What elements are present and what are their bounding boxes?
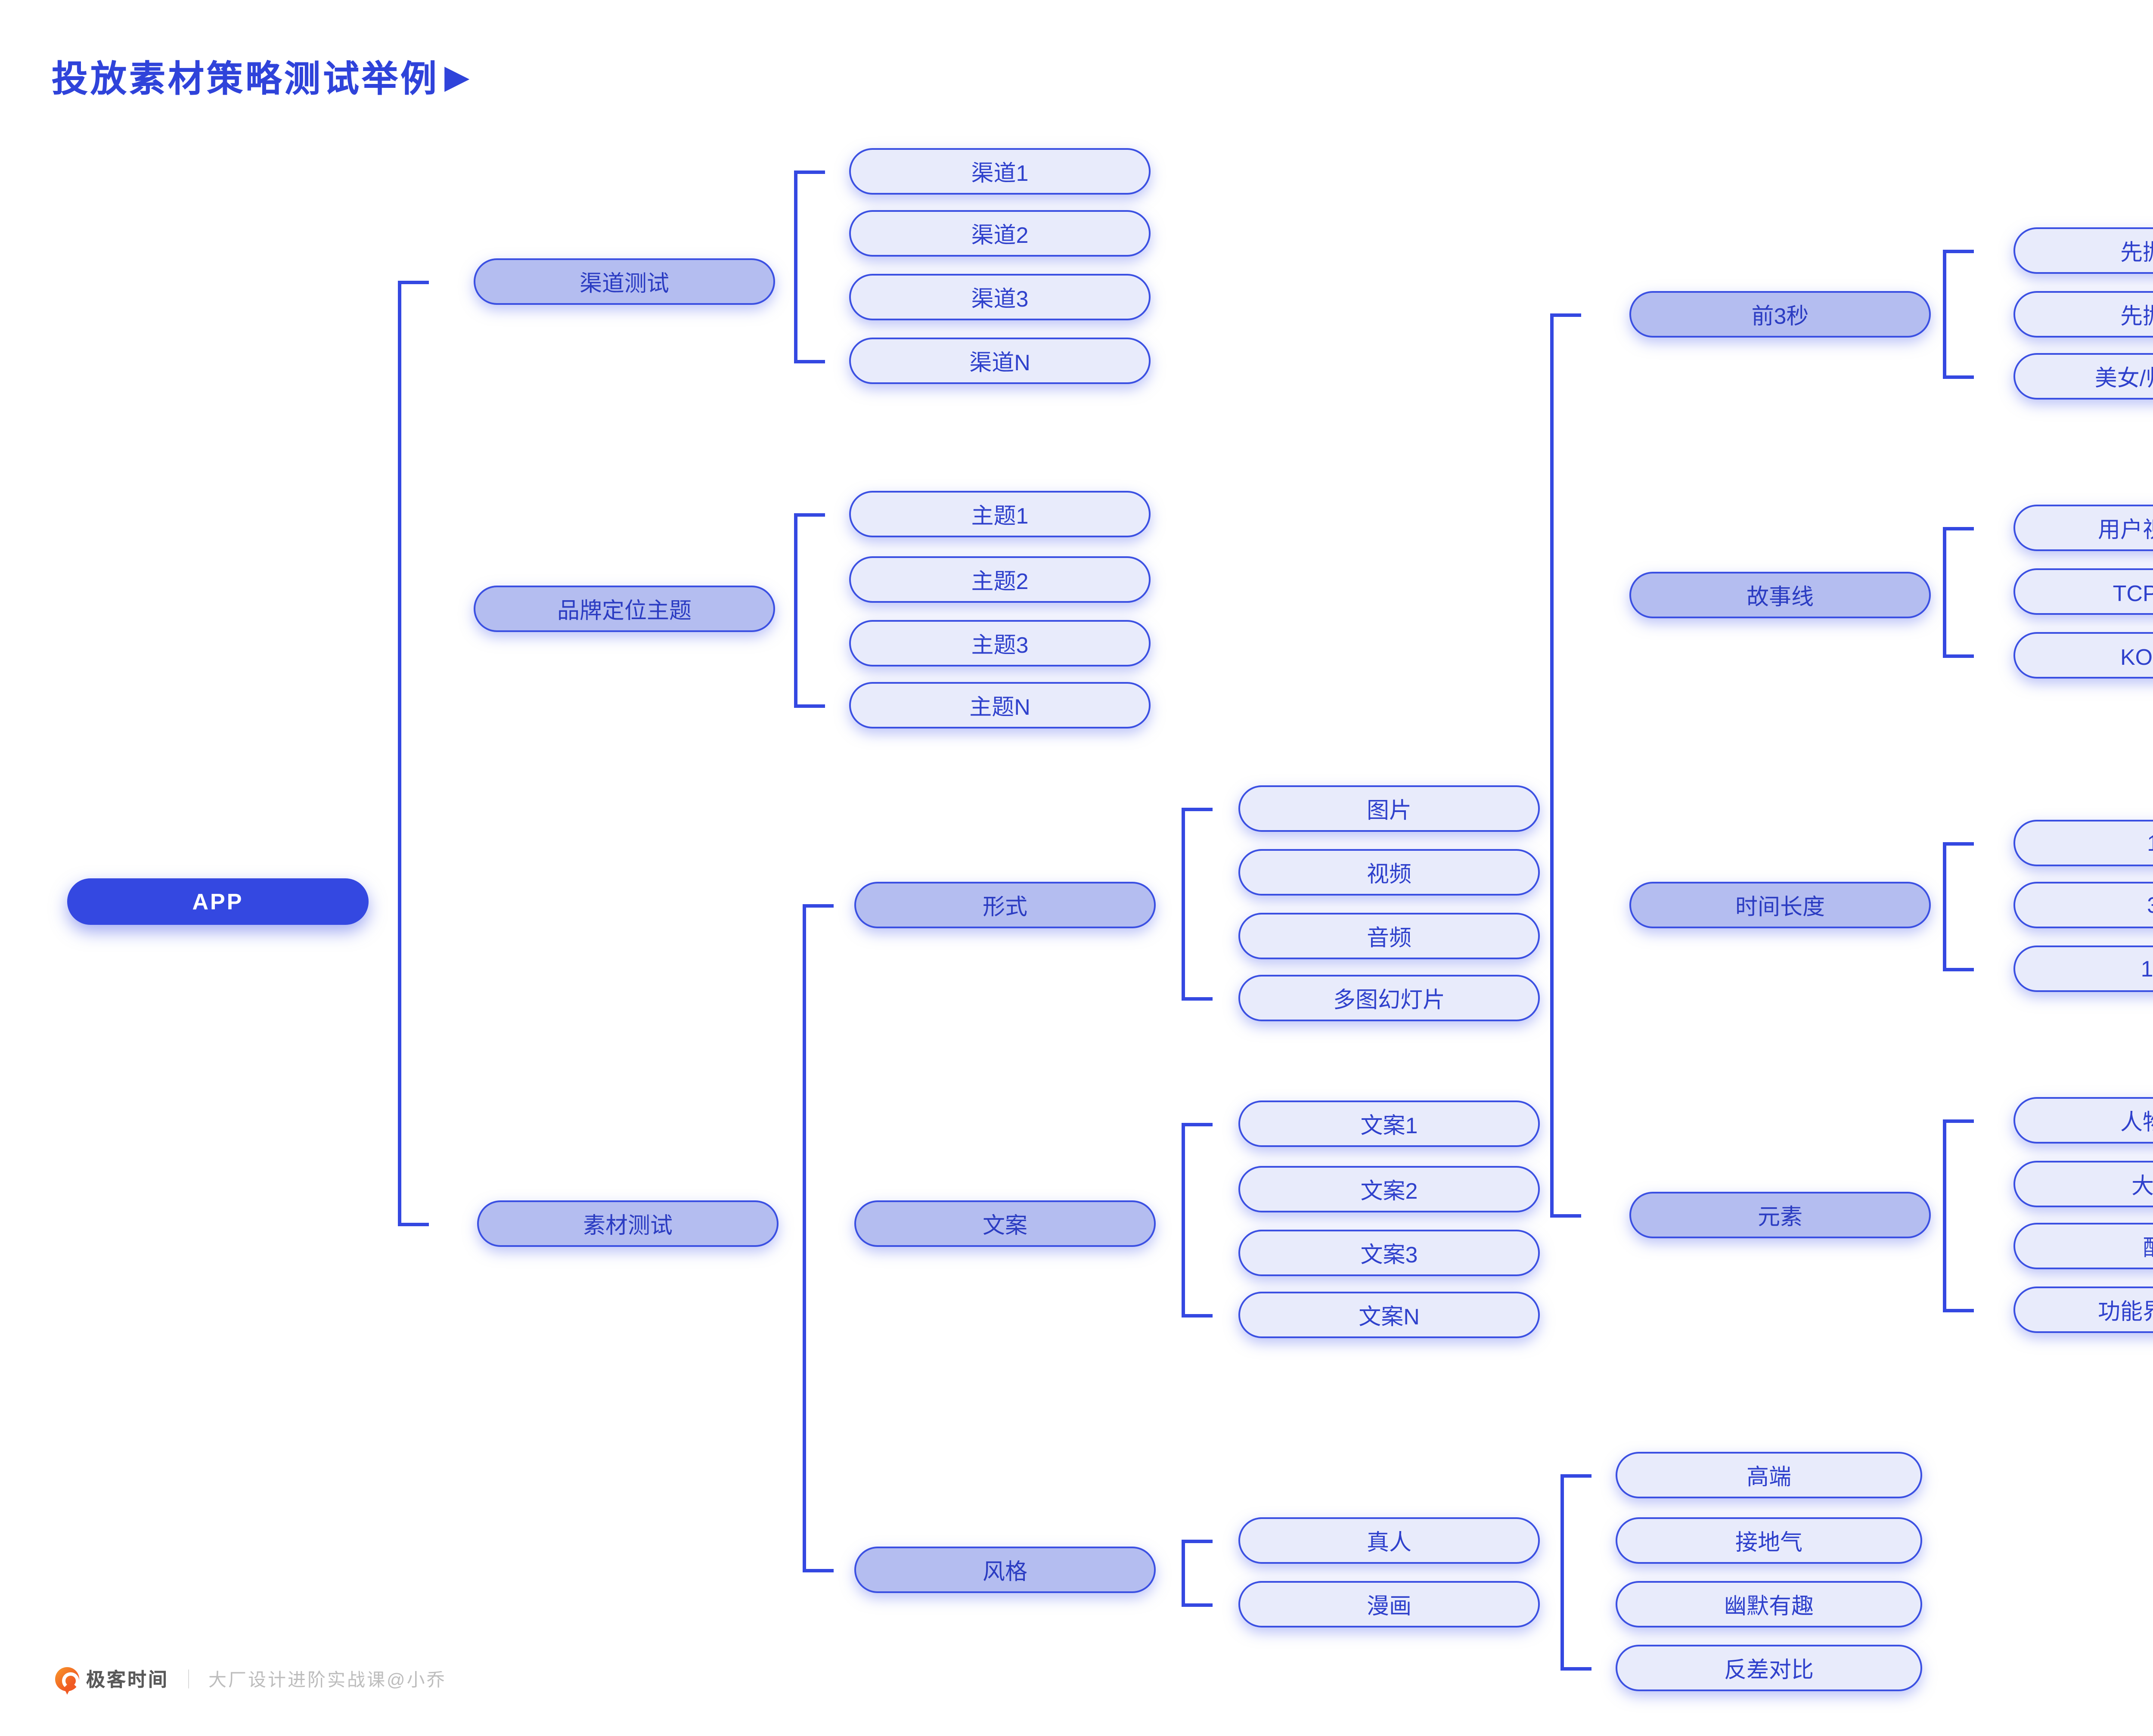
connector-line bbox=[1943, 526, 1974, 530]
node-beauty-attract: 美女/帅哥吸引 bbox=[2013, 353, 2153, 400]
connector-line bbox=[1182, 807, 1185, 1000]
connector-line bbox=[1560, 1666, 1591, 1670]
connector-line bbox=[398, 1222, 429, 1225]
node-hook-feature: 先抛功能 bbox=[2013, 227, 2153, 274]
connector-line bbox=[794, 359, 825, 363]
node-video: 视频 bbox=[1238, 849, 1540, 896]
node-tcpp-plot: TCPP剧情 bbox=[2013, 568, 2153, 615]
node-theme-3: 主题3 bbox=[849, 620, 1151, 666]
node-copy-2: 文案2 bbox=[1238, 1166, 1540, 1212]
node-brand-theme: 品牌定位主题 bbox=[474, 586, 775, 632]
node-channel-3: 渠道3 bbox=[849, 274, 1151, 320]
node-dur-30s: 30s bbox=[2013, 882, 2153, 928]
connector-line bbox=[1943, 526, 1946, 657]
node-channel-n: 渠道N bbox=[849, 338, 1151, 384]
node-big-poster: 大字报 bbox=[2013, 1161, 2153, 1207]
geektime-logo-icon bbox=[55, 1667, 79, 1695]
play-triangle-icon: ▶ bbox=[444, 59, 470, 96]
node-humor: 幽默有趣 bbox=[1616, 1581, 1922, 1628]
connector-line bbox=[1182, 1313, 1213, 1317]
node-kol-speak: KOL口播 bbox=[2013, 632, 2153, 679]
node-material-test: 素材测试 bbox=[477, 1200, 779, 1247]
connector-line bbox=[1943, 841, 1974, 845]
node-dur-1min: 1min bbox=[2013, 946, 2153, 992]
node-first-3s: 前3秒 bbox=[1629, 291, 1931, 338]
node-copy-n: 文案N bbox=[1238, 1292, 1540, 1338]
connector-line bbox=[1182, 996, 1213, 1000]
connector-line bbox=[803, 1568, 834, 1572]
connector-line bbox=[1943, 375, 1974, 378]
connector-line bbox=[1560, 1473, 1591, 1477]
connector-line bbox=[1182, 1122, 1185, 1317]
node-ui-demo: 功能界面演示 bbox=[2013, 1286, 2153, 1333]
connector-line bbox=[1560, 1473, 1564, 1670]
connector-line bbox=[1182, 1603, 1213, 1606]
connector-line bbox=[1943, 249, 1946, 378]
node-duration: 时间长度 bbox=[1629, 882, 1931, 928]
connector-line bbox=[398, 280, 429, 283]
node-dur-10s: 10s bbox=[2013, 820, 2153, 866]
connector-line bbox=[803, 903, 806, 1572]
node-theme-1: 主题1 bbox=[849, 491, 1151, 537]
node-style: 风格 bbox=[854, 1547, 1156, 1593]
node-cartoon: 漫画 bbox=[1238, 1581, 1540, 1628]
connector-line bbox=[1550, 1213, 1581, 1217]
node-bgm: 配乐 bbox=[2013, 1223, 2153, 1269]
connector-line bbox=[1943, 1119, 1946, 1311]
node-copy-1: 文案1 bbox=[1238, 1100, 1540, 1147]
page-title: 投放素材策略测试举例 ▶ bbox=[52, 52, 470, 103]
connector-line bbox=[794, 170, 825, 173]
node-grounded: 接地气 bbox=[1616, 1517, 1922, 1564]
connector-line bbox=[1182, 1539, 1213, 1542]
connector-line bbox=[1943, 249, 1974, 252]
node-channel-2: 渠道2 bbox=[849, 210, 1151, 257]
watermark-brand: 极客时间 bbox=[86, 1671, 169, 1691]
node-storyline: 故事线 bbox=[1629, 572, 1931, 618]
node-channel-1: 渠道1 bbox=[849, 148, 1151, 195]
connector-line bbox=[1943, 967, 1974, 970]
node-copy: 文案 bbox=[854, 1200, 1156, 1247]
node-hook-pain: 先抛痛点 bbox=[2013, 291, 2153, 338]
connector-line bbox=[1550, 313, 1581, 316]
node-elements: 元素 bbox=[1629, 1192, 1931, 1238]
node-app: APP bbox=[67, 878, 369, 925]
node-user-pov: 用户视角讲述 bbox=[2013, 505, 2153, 551]
node-high-end: 高端 bbox=[1616, 1452, 1922, 1498]
connector-line bbox=[794, 512, 797, 707]
connector-line bbox=[1943, 841, 1946, 970]
connector-line bbox=[1943, 1119, 1974, 1122]
connector-line bbox=[1182, 1122, 1213, 1125]
node-audio: 音频 bbox=[1238, 913, 1540, 959]
connector-line bbox=[1182, 807, 1213, 810]
node-channel-test: 渠道测试 bbox=[474, 258, 775, 305]
node-real-person: 真人 bbox=[1238, 1517, 1540, 1564]
connector-line bbox=[1943, 654, 1974, 657]
connector-line bbox=[398, 280, 401, 1225]
connector-line bbox=[1943, 1308, 1974, 1311]
connector-line bbox=[803, 903, 834, 907]
node-form: 形式 bbox=[854, 882, 1156, 928]
connector-line bbox=[1182, 1539, 1185, 1606]
connector-line bbox=[1550, 313, 1554, 1217]
watermark: 极客时间 ｜ 大厂设计进阶实战课@小乔 bbox=[55, 1665, 447, 1695]
node-person-first: 人物为主 bbox=[2013, 1097, 2153, 1144]
watermark-divider: ｜ bbox=[179, 1671, 198, 1691]
node-copy-3: 文案3 bbox=[1238, 1230, 1540, 1276]
page-title-text: 投放素材策略测试举例 bbox=[52, 60, 439, 100]
watermark-course: 大厂设计进阶实战课@小乔 bbox=[208, 1670, 447, 1690]
node-theme-n: 主题N bbox=[849, 682, 1151, 728]
connector-line bbox=[794, 512, 825, 516]
connector-line bbox=[794, 170, 797, 363]
node-slideshow: 多图幻灯片 bbox=[1238, 975, 1540, 1021]
node-contrast: 反差对比 bbox=[1616, 1645, 1922, 1691]
node-theme-2: 主题2 bbox=[849, 556, 1151, 603]
connector-line bbox=[794, 704, 825, 707]
node-picture: 图片 bbox=[1238, 785, 1540, 832]
